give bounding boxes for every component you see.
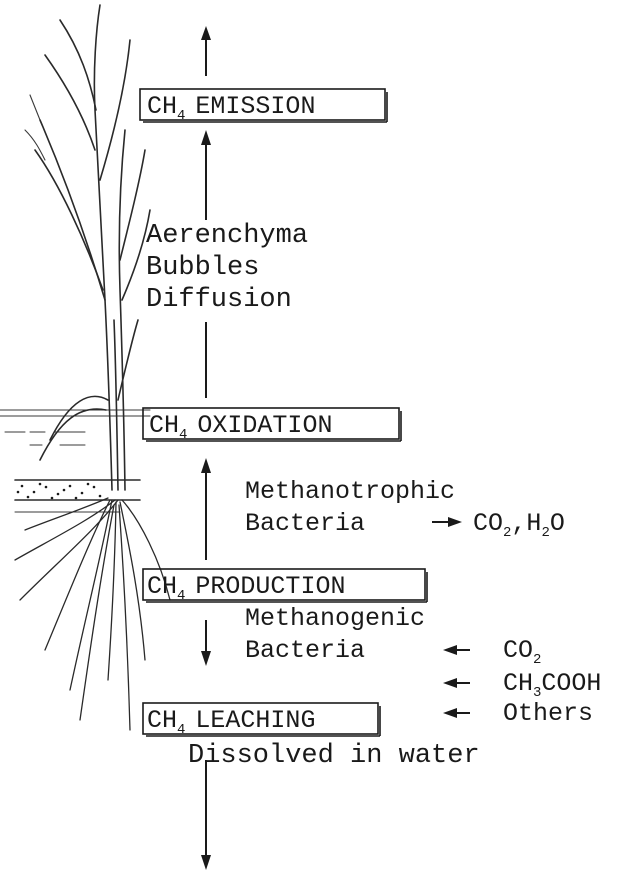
arrow-left-icon xyxy=(443,678,470,688)
arrow-up-icon xyxy=(201,26,211,76)
agent-line2: Bacteria xyxy=(245,509,365,538)
stage-name: EMISSION xyxy=(195,92,315,121)
arrow-right-icon xyxy=(432,517,462,527)
transport-item: Aerenchyma xyxy=(146,221,308,251)
arrow-up-icon xyxy=(201,458,211,560)
roots xyxy=(15,498,170,730)
stage-prefix: CH xyxy=(147,572,177,601)
leaching-note: Dissolved in water xyxy=(188,741,480,771)
transport-item: Bubbles xyxy=(146,253,259,283)
transport-pathways: Aerenchyma Bubbles Diffusion xyxy=(146,221,308,315)
arrow-down-icon xyxy=(201,760,211,870)
stage-name: OXIDATION xyxy=(197,411,332,440)
substrate: CO2 xyxy=(503,636,541,668)
arrow-down-icon xyxy=(201,620,211,666)
stage-prefix: CH xyxy=(147,92,177,121)
substrate: CH3COOH xyxy=(503,669,601,701)
oxidation-agent: Methanotrophic Bacteria CO2,H2O xyxy=(245,477,565,541)
arrow-up-icon xyxy=(201,130,211,220)
stage-name: LEACHING xyxy=(195,706,315,735)
agent-line2: Bacteria xyxy=(245,636,365,665)
agent-line1: Methanogenic xyxy=(245,604,425,633)
stage-prefix: CH xyxy=(149,411,179,440)
stage-name: PRODUCTION xyxy=(195,572,345,601)
agent-line1: Methanotrophic xyxy=(245,477,455,506)
transport-item: Diffusion xyxy=(146,285,292,315)
arrow-left-icon xyxy=(443,708,470,718)
substrate: Others xyxy=(503,699,593,728)
arrow-left-icon xyxy=(443,645,470,655)
oxidation-product: CO2,H2O xyxy=(473,509,565,541)
rice-plant-illustration xyxy=(0,5,170,730)
stage-prefix: CH xyxy=(147,706,177,735)
